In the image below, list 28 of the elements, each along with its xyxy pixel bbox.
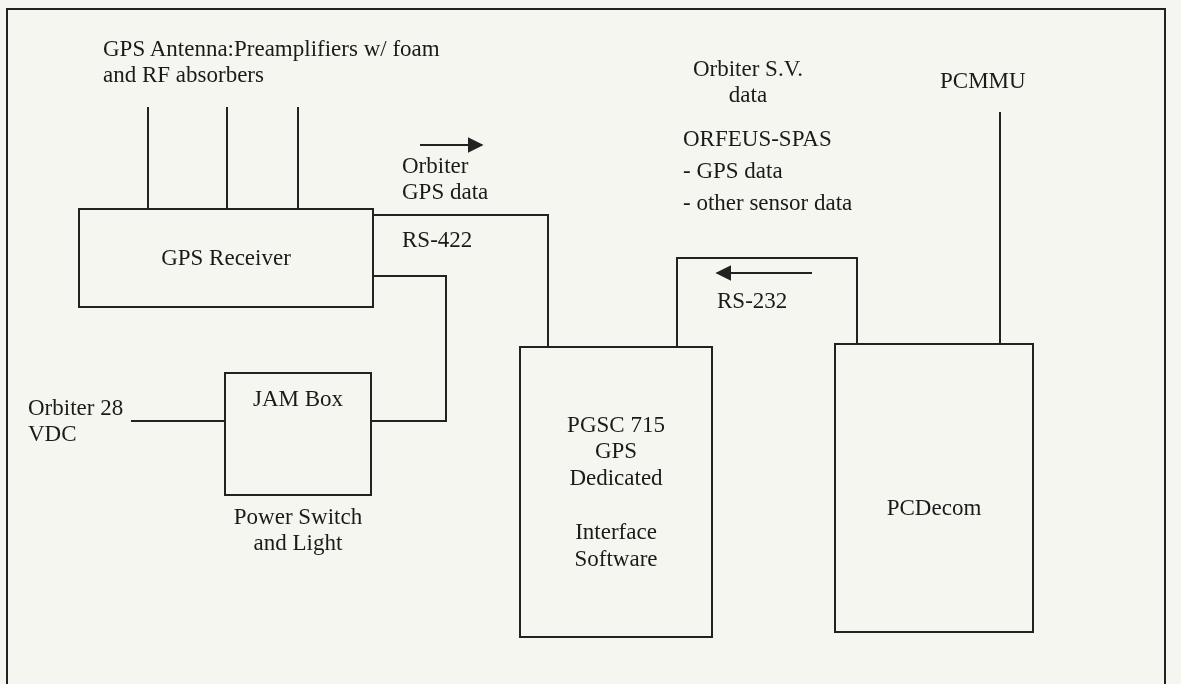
jam-box [224,372,372,496]
power-source-label: Orbiter 28 VDC [28,395,128,453]
data-label: - other sensor data [683,190,853,217]
box-text: Interface Software [573,519,659,573]
signal-label: Orbiter GPS data [402,153,490,206]
signal-label: RS-232 [717,288,788,315]
connector-line [147,106,149,209]
data-label: ORFEUS-SPAS [683,126,832,153]
antenna-label: GPS Antenna:Preamplifiers w/ foam and RF absorbers [103,36,475,102]
computer-box [519,346,713,638]
connector-line [130,420,225,422]
data-label: - GPS data [683,158,783,185]
box-title: GPS Receiver [161,244,291,272]
pcmmu-label: PCMMU [940,68,1050,98]
connector-line [676,257,858,347]
receiver-box [78,208,374,308]
box-title: PGSC 715 GPS Dedicated [566,411,666,492]
connector-line [999,111,1001,344]
connector-line [226,106,228,209]
box-caption: Power Switch and Light [232,504,364,557]
signal-label: RS-422 [402,227,473,254]
data-label: Orbiter S.V. data [691,56,805,109]
box-title: PCDecom [886,494,982,522]
box-title: JAM Box [252,386,344,413]
connector-line [373,214,549,347]
connector-line [297,106,299,209]
decom-computer-box [834,343,1034,633]
connector-line [371,275,447,422]
